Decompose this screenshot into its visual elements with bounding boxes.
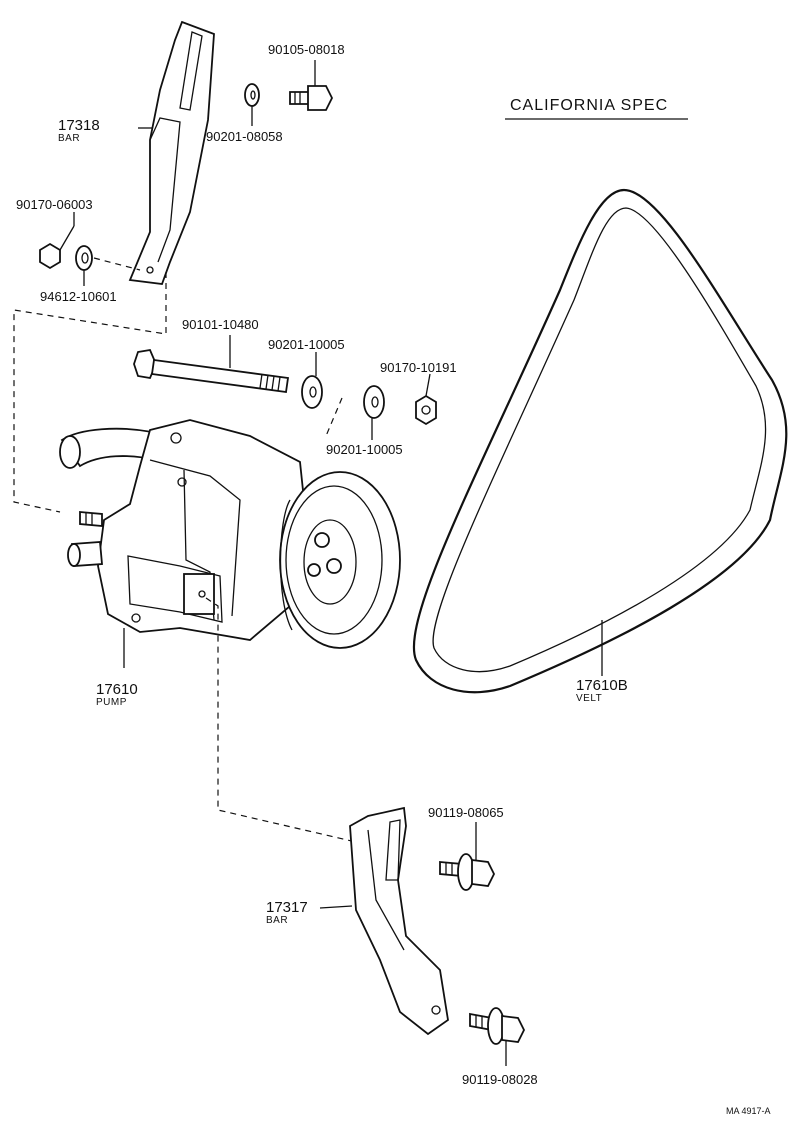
label-bolt-lower-a: 90119-08065 [428, 805, 504, 820]
long-bolt-drawing [133, 335, 290, 394]
label-bar-upper-name: BAR [58, 133, 80, 144]
label-bar-upper-number: 17318 [58, 117, 100, 134]
washer-left-drawing [75, 245, 141, 286]
label-pump-name: PUMP [96, 697, 127, 708]
label-bolt-top: 90105-08018 [268, 42, 345, 57]
bar-lower-drawing [319, 806, 449, 1036]
bolt-lower-a-drawing [439, 822, 496, 891]
label-washer-mid-a: 90201-10005 [268, 337, 345, 352]
title-block: CALIFORNIA SPEC [505, 97, 688, 120]
label-bar-lower-number: 17317 [266, 899, 308, 916]
nut-mid-drawing [415, 373, 437, 426]
label-belt-number: 17610B [576, 677, 628, 694]
bar-upper-drawing [128, 20, 215, 285]
part-labels: 17318 BAR 90105-08018 90201-08058 90170-… [16, 42, 771, 1116]
bolt-top-drawing [289, 60, 334, 111]
label-bolt-lower-b: 90119-08028 [462, 1072, 538, 1087]
belt-drawing [412, 188, 788, 694]
label-pump-number: 17610 [96, 681, 138, 698]
washer-mid-b-drawing [325, 385, 385, 440]
washer-mid-a-drawing [301, 352, 323, 409]
dash-link-lower [205, 597, 357, 843]
label-belt-name: VELT [576, 693, 602, 704]
label-washer-mid-b: 90201-10005 [326, 442, 403, 457]
label-nut-mid: 90170-10191 [380, 360, 457, 375]
washer-top-drawing [244, 83, 260, 126]
pulley-drawing [279, 471, 401, 649]
pump-drawing [59, 419, 305, 668]
bolt-lower-b-drawing [469, 1007, 526, 1066]
diagram-title: CALIFORNIA SPEC [510, 97, 668, 114]
label-washer-left: 94612-10601 [40, 289, 117, 304]
footer-code: MA 4917-A [726, 1106, 771, 1116]
label-bar-lower-name: BAR [266, 915, 288, 926]
label-washer-top: 90201-08058 [206, 129, 283, 144]
dash-link-upper [13, 272, 167, 513]
label-long-bolt: 90101-10480 [182, 317, 259, 332]
label-nut-left: 90170-06003 [16, 197, 93, 212]
nut-left-drawing [39, 212, 75, 270]
